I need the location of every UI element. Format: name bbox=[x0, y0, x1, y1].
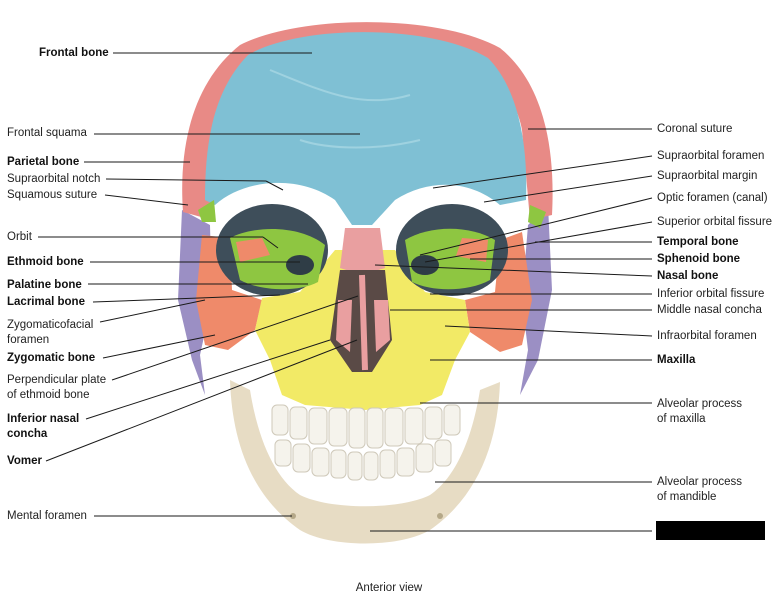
label-alveolar-mandible-line2: of mandible bbox=[657, 491, 717, 503]
zygomatic-bone-right bbox=[465, 232, 532, 352]
mandible-shape bbox=[230, 380, 500, 544]
label-middle-nasal-concha: Middle nasal concha bbox=[657, 304, 762, 316]
label-nasal-bone: Nasal bone bbox=[657, 270, 719, 282]
frontal-bone-shape bbox=[205, 32, 527, 225]
label-vomer: Vomer bbox=[7, 455, 42, 467]
temporal-bone-right bbox=[520, 205, 552, 395]
label-superior-orbital-fissure: Superior orbital fissure bbox=[657, 216, 773, 228]
redacted-label-box bbox=[656, 521, 765, 540]
upper-teeth bbox=[271, 404, 461, 449]
label-perpendicular-plate-line2: of ethmoid bone bbox=[7, 389, 90, 401]
label-inferior-nasal-concha-line2: concha bbox=[7, 428, 48, 440]
nasal-bone-shape bbox=[340, 228, 385, 275]
label-inferior-nasal-concha-line1: Inferior nasal bbox=[7, 413, 80, 425]
label-zygomaticofacial-foramen-line1: Zygomaticofacial bbox=[7, 319, 94, 331]
label-coronal-suture: Coronal suture bbox=[657, 123, 733, 135]
mental-foramen-mark bbox=[290, 513, 296, 519]
label-parietal-bone: Parietal bone bbox=[7, 156, 80, 168]
label-alveolar-maxilla-line2: of maxilla bbox=[657, 413, 706, 425]
label-mental-foramen: Mental foramen bbox=[7, 510, 87, 522]
label-alveolar-maxilla-line1: Alveolar process bbox=[657, 398, 743, 410]
zygomatic-bone-left bbox=[196, 235, 262, 350]
label-orbit: Orbit bbox=[7, 231, 32, 243]
label-supraorbital-notch: Supraorbital notch bbox=[7, 173, 101, 185]
lower-teeth bbox=[274, 439, 452, 481]
label-palatine-bone: Palatine bone bbox=[7, 279, 82, 291]
label-sphenoid-bone: Sphenoid bone bbox=[657, 253, 741, 265]
label-infraorbital-foramen: Infraorbital foramen bbox=[657, 330, 757, 342]
label-frontal-squama: Frontal squama bbox=[7, 127, 87, 139]
label-squamous-suture: Squamous suture bbox=[7, 189, 98, 201]
label-alveolar-mandible-line1: Alveolar process bbox=[657, 476, 743, 488]
leader-lines bbox=[38, 52, 653, 532]
label-perpendicular-plate-line1: Perpendicular plate bbox=[7, 374, 107, 386]
label-ethmoid-bone: Ethmoid bone bbox=[7, 256, 84, 268]
label-zygomatic-bone: Zygomatic bone bbox=[7, 352, 96, 364]
label-frontal-bone: Frontal bone bbox=[39, 47, 109, 59]
label-optic-foramen: Optic foramen (canal) bbox=[657, 192, 768, 204]
label-inferior-orbital-fissure: Inferior orbital fissure bbox=[657, 288, 765, 300]
label-supraorbital-foramen: Supraorbital foramen bbox=[657, 150, 765, 162]
label-lacrimal-bone: Lacrimal bone bbox=[7, 296, 85, 308]
label-zygomaticofacial-foramen-line2: foramen bbox=[7, 334, 50, 346]
label-temporal-bone: Temporal bone bbox=[657, 236, 739, 248]
figure-caption: Anterior view bbox=[355, 582, 423, 594]
label-supraorbital-margin: Supraorbital margin bbox=[657, 170, 758, 182]
label-maxilla: Maxilla bbox=[657, 354, 696, 366]
